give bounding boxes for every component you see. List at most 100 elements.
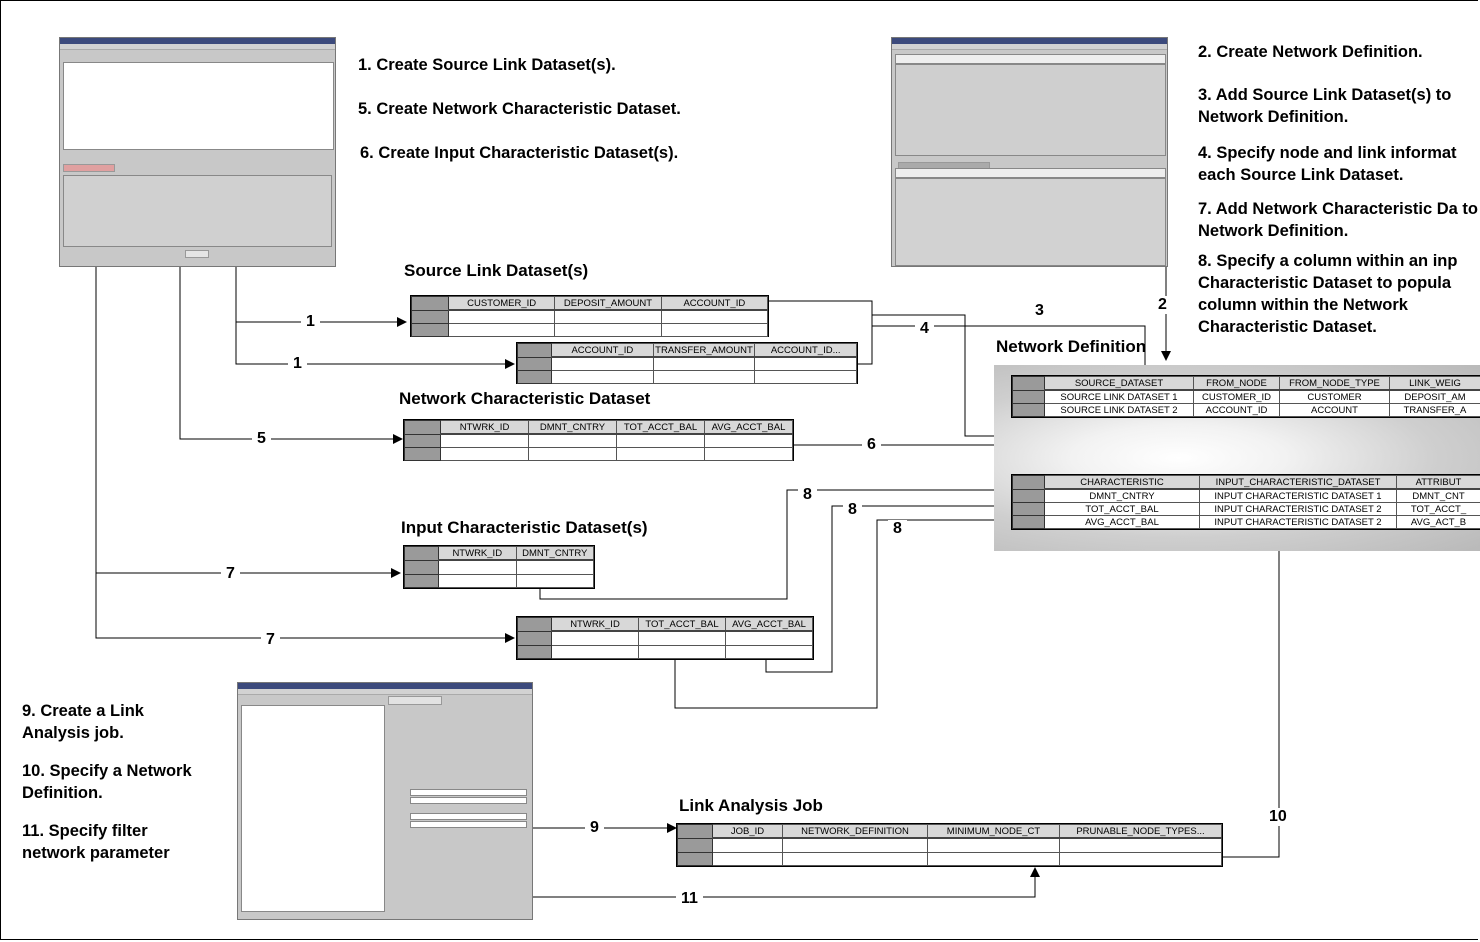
table-row: DMNT_CNTRY INPUT CHARACTERISTIC DATASET … [1012,488,1480,503]
column-header: CUSTOMER_ID [447,296,556,311]
column-header: ACCOUNT_ID [551,343,654,358]
table-source-link-2: ACCOUNT_ID TRANSFER_AMOUNT ACCOUNT_ID... [516,342,858,384]
column-header: ACCOUNT_ID... [754,343,857,358]
table-row: SOURCE LINK DATASET 2 ACCOUNT_ID ACCOUNT… [1012,403,1480,417]
link-analysis-screenshot [237,682,533,920]
title-network-characteristic: Network Characteristic Dataset [399,389,651,408]
column-header: TRANSFER_AMOUNT [652,343,756,358]
table-cell: DEPOSIT_AM [1389,389,1480,404]
step-number-5: 5 [252,430,271,448]
column-header: INPUT_CHARACTERISTIC_DATASET [1199,475,1397,490]
column-header: AVG_ACCT_BAL [704,420,793,435]
step-6-text: 6. Create Input Characteristic Dataset(s… [360,144,679,162]
column-header: TOT_ACCT_BAL [638,617,726,633]
table-row: SOURCE LINK DATASET 1 CUSTOMER_ID CUSTOM… [1012,389,1480,404]
step-10-text: 10. Specify a Network Definition. [22,762,192,802]
table-cell: INPUT CHARACTERISTIC DATASET 2 [1199,502,1397,516]
step-number-8b: 8 [843,501,862,519]
column-header: DMNT_CNTRY [515,546,594,562]
table-network-characteristic: NTWRK_ID DMNT_CNTRY TOT_ACCT_BAL AVG_ACC… [403,419,794,461]
step-number-6: 6 [862,436,881,454]
step-2-text: 2. Create Network Definition. [1198,43,1423,61]
title-source-link: Source Link Dataset(s) [404,261,589,280]
connector-step-1b [235,322,515,369]
column-header: MINIMUM_NODE_CT [927,824,1060,840]
steps-list-top-middle: 1. Create Source Link Dataset(s). 5. Cre… [358,54,681,164]
column-header: NTWRK_ID [551,617,639,633]
table-cell: ACCOUNT_ID [1193,403,1280,417]
table-cell: SOURCE LINK DATASET 1 [1044,389,1194,404]
connector-step-1a [235,266,407,327]
column-header: JOB_ID [712,824,783,840]
table-netdef-characteristic: CHARACTERISTIC INPUT_CHARACTERISTIC_DATA… [1011,474,1480,530]
step-number-10: 10 [1264,808,1292,826]
column-header: DMNT_CNTRY [528,420,617,435]
column-header: CHARACTERISTIC [1044,475,1200,490]
table-row: TOT_ACCT_BAL INPUT CHARACTERISTIC DATASE… [1012,502,1480,516]
column-header: NTWRK_ID [438,546,517,562]
table-cell: CUSTOMER [1279,389,1390,404]
step-8-text: 8. Specify a column within an inp Charac… [1198,252,1458,336]
step-number-3: 3 [1030,302,1049,320]
column-header: TOT_ACCT_BAL [616,420,705,435]
column-header: SOURCE_DATASET [1044,376,1194,391]
table-cell: DMNT_CNTRY [1044,488,1200,503]
connector-step-3b [856,326,873,365]
step-11-text: 11. Specify filter network parameter [22,822,170,862]
column-header: FROM_NODE [1193,376,1280,391]
table-cell: AVG_ACCT_BAL [1044,515,1200,529]
column-header: DEPOSIT_AMOUNT [554,296,662,311]
step-number-8c: 8 [888,520,907,538]
table-cell: TOT_ACCT_BAL [1044,502,1200,516]
table-source-link-1: CUSTOMER_ID DEPOSIT_AMOUNT ACCOUNT_ID [410,295,769,337]
connector-step-8c [674,515,1011,709]
table-netdef-source: SOURCE_DATASET FROM_NODE FROM_NODE_TYPE … [1011,375,1480,418]
table-cell: INPUT CHARACTERISTIC DATASET 1 [1199,488,1397,503]
table-cell: TOT_ACCT_ [1396,502,1480,516]
title-network-definition: Network Definition [996,337,1147,356]
connector-step-8a [539,485,1011,600]
table-cell: AVG_ACT_B [1396,515,1480,529]
table-cell: DMNT_CNT [1396,488,1480,503]
step-number-11: 11 [676,890,703,908]
column-header: NETWORK_DEFINITION [782,824,928,840]
column-header: PRUNABLE_NODE_TYPES... [1059,824,1222,840]
connector-step-7 [95,266,515,643]
connector-step-8b [765,501,1011,673]
column-header: AVG_ACCT_BAL [725,617,813,633]
step-9-text: 9. Create a Link Analysis job. [22,702,144,742]
step-number-7a: 7 [221,565,240,583]
column-header: ATTRIBUT [1396,475,1480,490]
title-link-analysis-job: Link Analysis Job [679,796,823,815]
step-number-4: 4 [915,320,934,338]
column-header: ACCOUNT_ID [660,296,769,311]
dataset-manager-screenshot [59,37,336,267]
table-cell: ACCOUNT [1279,403,1390,417]
table-cell: TRANSFER_A [1389,403,1480,417]
step-5-text: 5. Create Network Characteristic Dataset… [358,100,681,118]
step-1-text: 1. Create Source Link Dataset(s). [358,56,616,74]
step-7-text: 7. Add Network Characteristic Da to Netw… [1198,200,1478,240]
step-number-8a: 8 [798,486,817,504]
step-number-1a: 1 [301,313,320,331]
network-definition-screenshot [891,37,1168,267]
table-row: AVG_ACCT_BAL INPUT CHARACTERISTIC DATASE… [1012,515,1480,529]
connector-step-5 [179,266,403,444]
step-number-7b: 7 [261,631,280,649]
table-cell: INPUT CHARACTERISTIC DATASET 2 [1199,515,1397,529]
table-input-characteristic-1: NTWRK_ID DMNT_CNTRY [403,545,595,589]
step-3-text: 3. Add Source Link Dataset(s) to Network… [1198,86,1452,126]
column-header: NTWRK_ID [440,420,529,435]
steps-list-bottom-left: 9. Create a Link Analysis job. 10. Speci… [22,700,222,864]
step-number-1b: 1 [288,355,307,373]
steps-list-top-right: 2. Create Network Definition. 3. Add Sou… [1198,41,1480,338]
step-4-text: 4. Specify node and link informat each S… [1198,144,1457,184]
step-number-2: 2 [1153,296,1172,314]
table-cell: CUSTOMER_ID [1193,389,1280,404]
table-input-characteristic-2: NTWRK_ID TOT_ACCT_BAL AVG_ACCT_BAL [516,616,814,660]
step-number-9: 9 [585,819,604,837]
connector-step-10 [1221,551,1280,858]
table-link-analysis-job: JOB_ID NETWORK_DEFINITION MINIMUM_NODE_C… [676,823,1223,867]
